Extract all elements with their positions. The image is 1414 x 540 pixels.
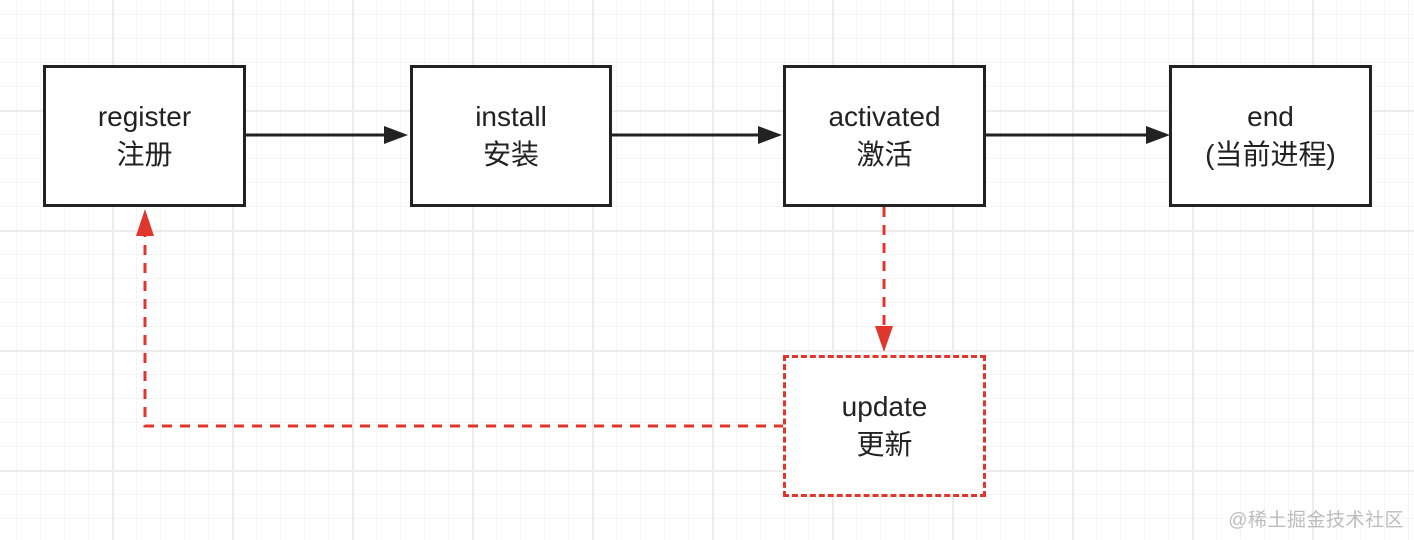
node-update-sublabel: 更新 [856, 429, 913, 460]
watermark: @稀土掘金技术社区 [1228, 510, 1404, 531]
node-register: register 注册 [43, 65, 246, 207]
node-update-label: update [841, 391, 928, 422]
edge-activated-to-update [875, 207, 893, 352]
node-end: end (当前进程) [1169, 65, 1372, 207]
node-register-sublabel: 注册 [116, 139, 173, 170]
edge-update-to-register [136, 209, 784, 428]
node-update: update 更新 [783, 355, 986, 497]
edge-register-to-install [246, 126, 408, 144]
node-end-sublabel: (当前进程) [1205, 139, 1336, 170]
node-activated-sublabel: 激活 [856, 139, 913, 170]
node-end-label: end [1247, 101, 1294, 132]
node-register-label: register [97, 101, 192, 132]
node-activated: activated 激活 [783, 65, 986, 207]
node-activated-label: activated [828, 101, 941, 132]
node-install: install 安装 [410, 65, 612, 207]
edge-activated-to-end [986, 126, 1170, 144]
node-install-label: install [475, 101, 547, 132]
node-install-sublabel: 安装 [482, 139, 539, 170]
edge-install-to-activated [612, 126, 782, 144]
